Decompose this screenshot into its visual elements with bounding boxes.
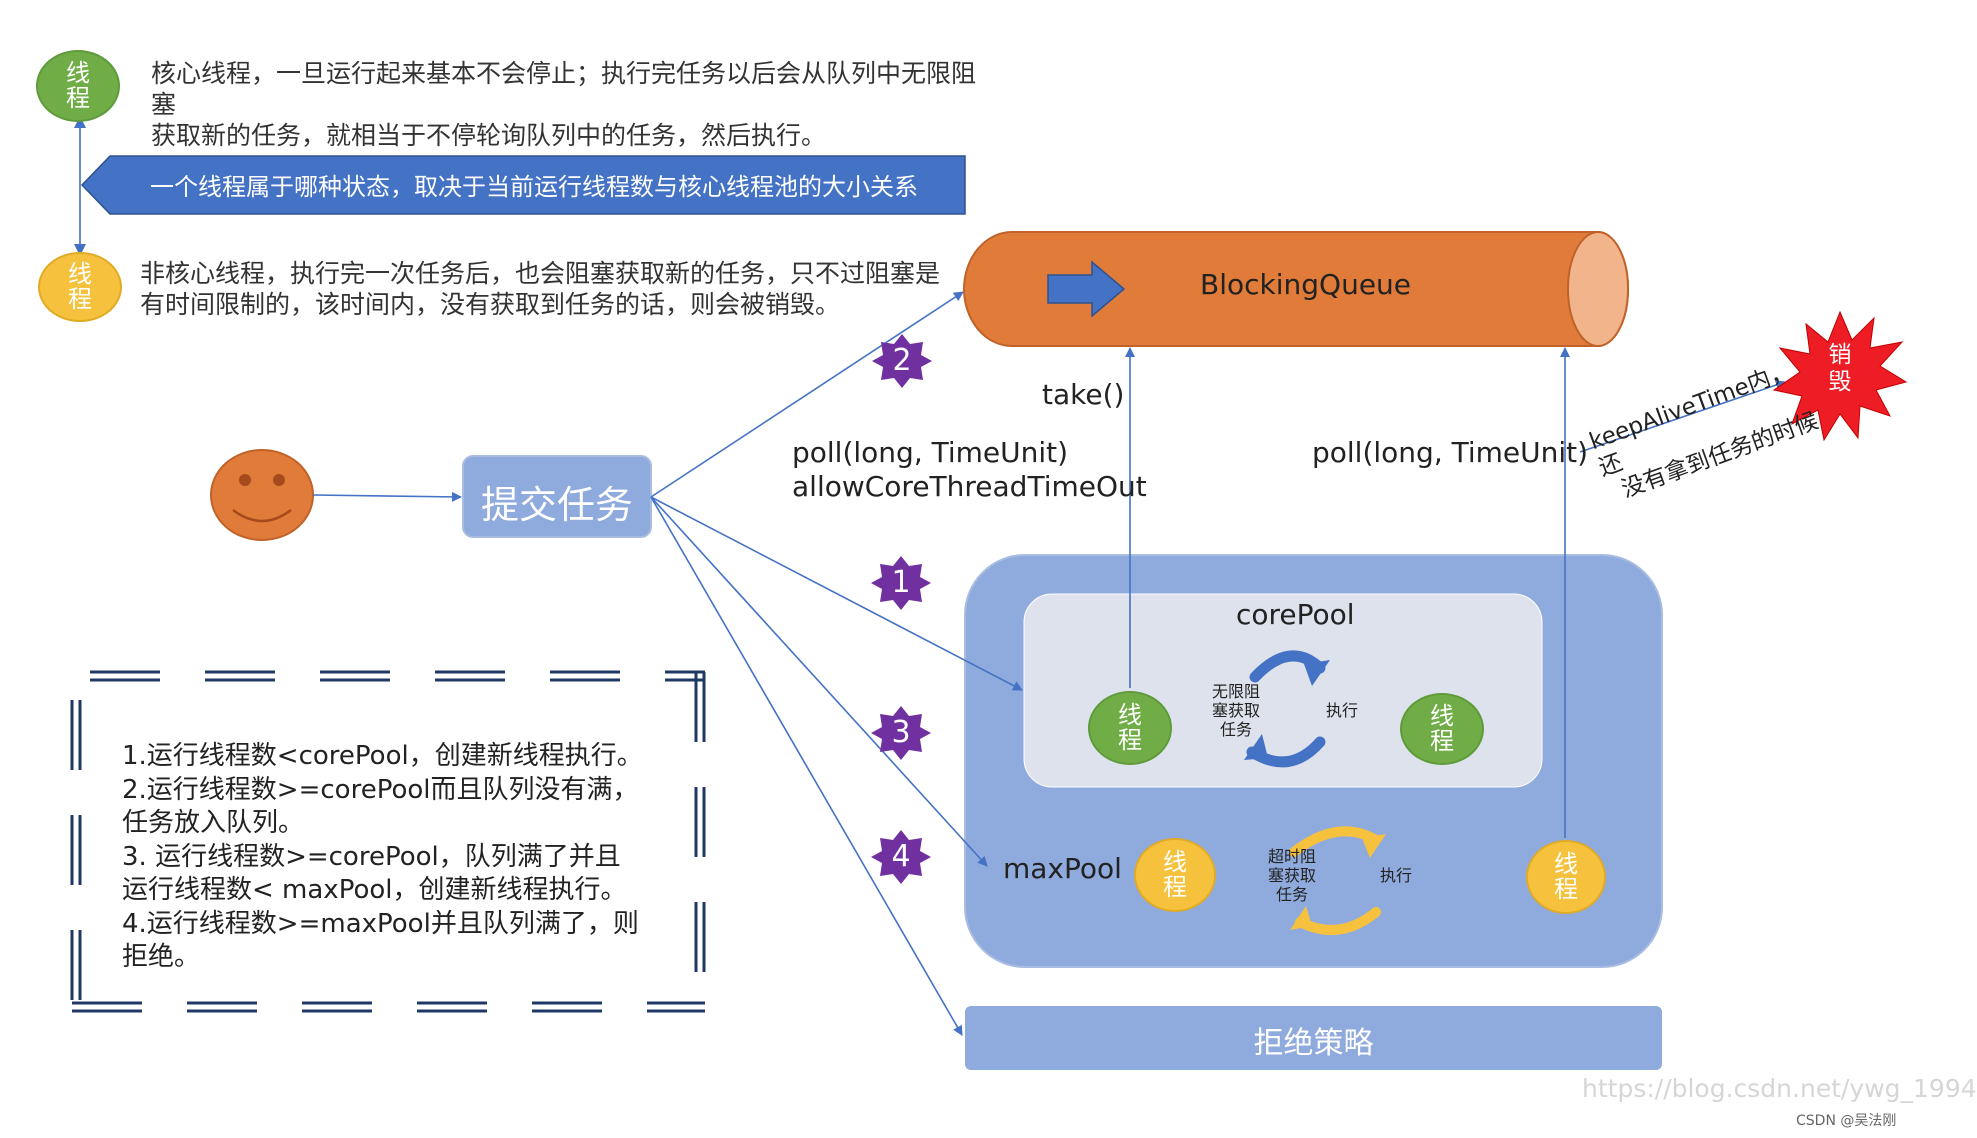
rule-line-6: 4.运行线程数>=maxPool并且队列满了，则 — [122, 908, 639, 939]
user-to-submit-arrow — [312, 491, 462, 502]
flow-arrows — [312, 291, 1786, 1036]
max-exec-text: 执行 — [1379, 866, 1412, 885]
arrow-to-corepool — [650, 496, 1023, 691]
destroy-star-shape — [1772, 310, 1908, 442]
poll-left-label: poll(long, TimeUnit) — [792, 436, 1069, 469]
max-block-text: 超时阻 塞获取 任务 — [1267, 847, 1316, 904]
blocking-queue-cylinder — [963, 231, 1629, 347]
legend-noncore-thread-icon: 线 程 — [38, 252, 122, 322]
watermark-url: https://blog.csdn.net/ywg_1994 — [1582, 1074, 1977, 1103]
step-1-badge — [871, 556, 931, 610]
state-banner-shape — [80, 155, 966, 215]
submit-task-label: 提交任务 — [480, 483, 633, 527]
step-2-number: 2 — [892, 343, 912, 378]
max-thread-right: 线 程 — [1526, 840, 1606, 914]
rule-line-4: 3. 运行线程数>=corePool，队列满了并且 — [122, 841, 621, 872]
allow-core-timeout-label: allowCoreThreadTimeOut — [792, 470, 1147, 503]
legend-core-thread-icon: 线 程 — [36, 50, 120, 122]
step-2-badge — [872, 334, 932, 388]
take-label: take() — [1042, 378, 1125, 411]
reject-strategy-box — [965, 1006, 1662, 1070]
step-4-number: 4 — [891, 839, 911, 874]
core-thread-left: 线 程 — [1088, 691, 1172, 765]
step-3-number: 3 — [891, 715, 911, 750]
blocking-queue-label: BlockingQueue — [1200, 268, 1412, 301]
max-pool-label: maxPool — [1003, 852, 1122, 885]
step-4-badge — [871, 830, 931, 884]
step-3-badge — [871, 706, 931, 760]
core-thread-right: 线 程 — [1400, 693, 1484, 765]
core-block-text: 无限阻 塞获取 任务 — [1211, 682, 1260, 739]
arrow-to-reject — [650, 496, 963, 1036]
legend-core-thread-desc: 核心线程，一旦运行起来基本不会停止；执行完任务以后会从队列中无限阻塞 获取新的任… — [151, 59, 977, 150]
arrow-to-maxpool — [650, 496, 988, 867]
legend-noncore-thread-desc: 非核心线程，执行完一次任务后，也会阻塞获取新的任务，只不过阻塞是 有时间限制的，… — [140, 259, 941, 319]
watermark-credit: CSDN @吴法刚 — [1796, 1113, 1897, 1129]
reject-strategy-label: 拒绝策略 — [1253, 1026, 1374, 1061]
core-pool-label: corePool — [1236, 598, 1355, 631]
core-exec-text: 执行 — [1325, 701, 1358, 720]
rules-dashed-frame — [70, 670, 706, 1013]
rule-line-1: 1.运行线程数<corePool，创建新线程执行。 — [122, 741, 643, 771]
user-smiley-icon — [210, 449, 314, 541]
queue-direction-arrow — [1047, 260, 1126, 318]
rule-line-7: 拒绝。 — [122, 942, 201, 972]
step-1-number: 1 — [891, 565, 911, 600]
step-badge-shapes — [871, 334, 932, 884]
rule-line-5: 运行线程数< maxPool，创建新线程执行。 — [122, 875, 627, 905]
rule-line-2: 2.运行线程数>=corePool而且队列没有满， — [122, 774, 639, 805]
destroy-label: 销 毁 — [1828, 342, 1852, 395]
rule-line-3: 任务放入队列。 — [122, 808, 305, 838]
poll-right-label: poll(long, TimeUnit) — [1312, 436, 1589, 469]
state-banner-text: 一个线程属于哪种状态，取决于当前运行线程数与核心线程池的大小关系 — [150, 173, 918, 201]
max-thread-left: 线 程 — [1134, 838, 1216, 912]
rules-text: 1.运行线程数<corePool，创建新线程执行。 2.运行线程数>=coreP… — [122, 740, 692, 975]
arrow-to-queue — [650, 291, 964, 498]
destroy-arrow — [1579, 380, 1786, 453]
